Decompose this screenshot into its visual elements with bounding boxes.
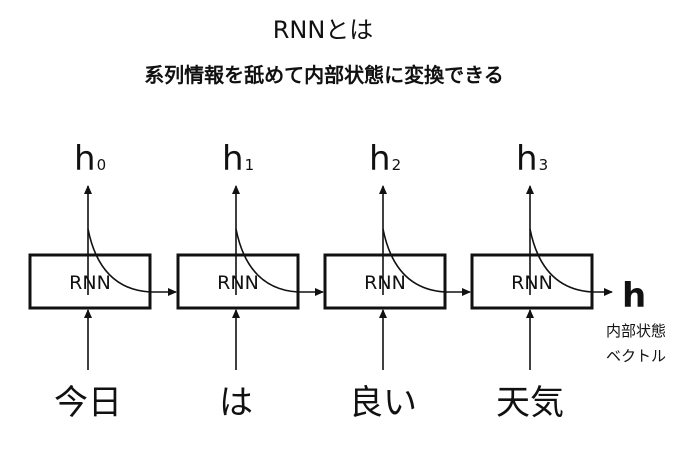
rnn-cell-1: RNN h1 は	[176, 139, 324, 423]
title: RNNとは	[273, 16, 374, 44]
rnn-label: RNN	[69, 272, 111, 294]
hidden-state-label: h3	[516, 139, 548, 179]
recurrent-arrow	[87, 228, 177, 296]
rnn-box	[176, 253, 300, 310]
rnn-label: RNN	[364, 272, 406, 294]
rnn-label: RNN	[217, 272, 259, 294]
recurrent-arrow	[382, 228, 471, 296]
final-output-symbol: h	[622, 276, 646, 316]
hidden-state-base: h	[74, 139, 96, 179]
rnn-box	[323, 253, 447, 310]
rnn-box	[28, 253, 152, 310]
rnn-cell-2: RNN h2 良い	[323, 139, 471, 423]
input-word: は	[219, 383, 253, 423]
input-word: 天気	[496, 383, 564, 423]
hidden-state-base: h	[222, 139, 244, 179]
final-output-caption-line1: 内部状態	[606, 322, 666, 340]
hidden-state-subscript: 3	[539, 156, 549, 174]
hidden-state-subscript: 0	[97, 156, 107, 174]
hidden-state-label: h0	[74, 139, 106, 179]
hidden-state-base: h	[516, 139, 538, 179]
hidden-state-subscript: 2	[392, 156, 402, 174]
rnn-box	[470, 253, 594, 310]
rnn-cell-0: RNN h0 今日	[28, 139, 177, 423]
hidden-state-subscript: 1	[245, 156, 255, 174]
rnn-cell-3: RNN h3 天気	[470, 139, 613, 423]
recurrent-arrow	[529, 228, 613, 296]
input-word: 今日	[54, 383, 122, 423]
subtitle: 系列情報を舐めて内部状態に変換できる	[144, 63, 504, 87]
final-output-caption-line2: ベクトル	[606, 347, 666, 365]
recurrent-arrow	[235, 228, 324, 296]
final-output: h 内部状態 ベクトル	[606, 276, 666, 365]
hidden-state-label: h1	[222, 139, 254, 179]
hidden-state-label: h2	[369, 139, 401, 179]
hidden-state-base: h	[369, 139, 391, 179]
input-word: 良い	[349, 383, 417, 423]
rnn-label: RNN	[511, 272, 553, 294]
